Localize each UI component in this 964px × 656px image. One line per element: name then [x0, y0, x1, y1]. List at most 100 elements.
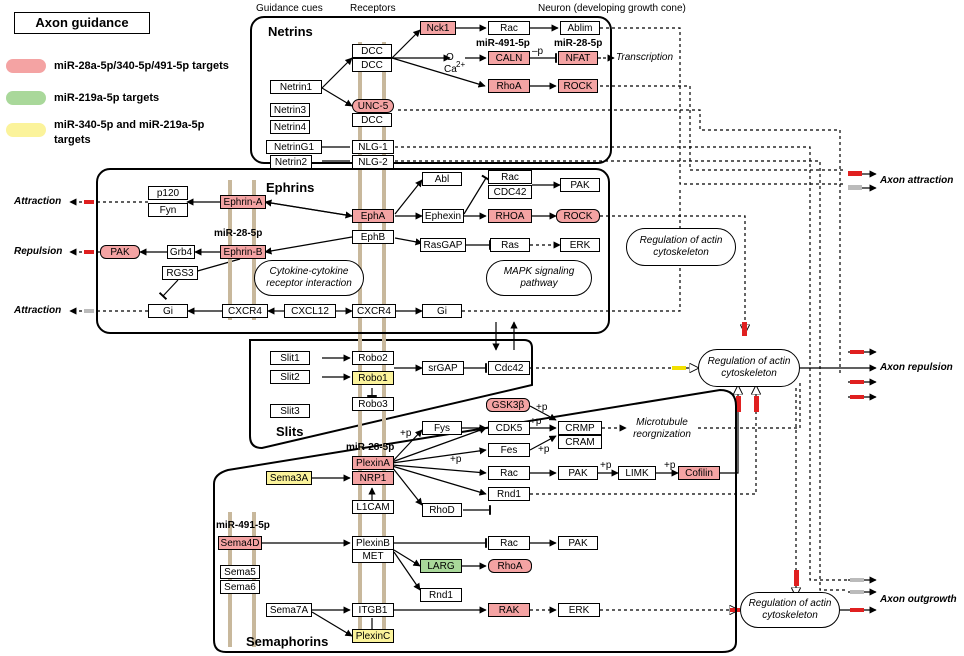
node-pak-ephrin: PAK [560, 178, 600, 192]
node-gi-right: Gi [422, 304, 462, 318]
node-robo3: Robo3 [352, 397, 394, 411]
node-crmp: CRMP [558, 421, 602, 435]
label-plus-p-2: +p [530, 416, 542, 427]
node-cdc42-slit: Cdc42 [488, 361, 530, 375]
label-repulsion-left: Repulsion [14, 246, 63, 257]
node-dcc-2: DCC [352, 58, 392, 72]
node-rac-ephrin: Rac [488, 170, 532, 184]
node-pak-plexinb: PAK [558, 536, 598, 550]
label-attraction-1: Attraction [14, 196, 62, 207]
node-met: MET [352, 549, 394, 563]
node-netrin1: Netrin1 [270, 80, 322, 94]
node-nck1: Nck1 [420, 21, 456, 35]
node-fes: Fes [488, 443, 530, 457]
node-cdk5: CDK5 [488, 421, 530, 435]
membrane-line [382, 42, 386, 642]
label-plus-p-5: +p [450, 454, 462, 465]
node-gi-left: Gi [148, 304, 188, 318]
diagram-title: Axon guidance [14, 12, 150, 34]
node-robo1: Robo1 [352, 371, 394, 385]
node-ephrin-a: Ephrin-A [220, 195, 266, 209]
header-receptors: Receptors [350, 3, 396, 14]
node-sema5: Sema5 [220, 565, 260, 579]
node-slit1: Slit1 [270, 351, 310, 365]
node-fyn: Fyn [148, 203, 188, 217]
label-attraction-2: Attraction [14, 305, 62, 316]
node-rock-netrin: ROCK [558, 79, 598, 93]
node-larg: LARG [420, 559, 462, 573]
node-cxcl12: CXCL12 [284, 304, 336, 318]
node-rac-sema: Rac [488, 466, 530, 480]
header-neuron: Neuron (developing growth cone) [538, 3, 686, 14]
node-pak-sema: PAK [558, 466, 598, 480]
node-rgs3: RGS3 [162, 266, 198, 280]
oval-mapk: MAPK signaling pathway [486, 260, 592, 296]
region-title-netrins: Netrins [268, 24, 313, 39]
node-plexinb: PlexinB [352, 536, 394, 550]
legend-label-mir28: miR-28a-5p/340-5p/491-5p targets [54, 60, 229, 72]
oval-regulation-actin-1: Regulation of actin cytoskeleton [626, 228, 736, 266]
node-dcc-3: DCC [352, 113, 392, 127]
legend-label-mir219: miR-219a-5p targets [54, 92, 160, 104]
node-rock-ephrin: ROCK [556, 209, 600, 223]
node-netrin2: Netrin2 [270, 155, 312, 169]
node-erk-ephrin: ERK [560, 238, 600, 252]
node-abl: Abl [422, 172, 462, 186]
node-ablim: Ablim [560, 21, 600, 35]
node-slit2: Slit2 [270, 370, 310, 384]
node-ephrin-b: Ephrin-B [220, 245, 266, 259]
label-transcription: Transcription [616, 52, 674, 63]
node-rasgap: RasGAP [420, 238, 466, 252]
node-cxcr4-left: CXCR4 [222, 304, 268, 318]
node-dcc-1: DCC [352, 44, 392, 58]
label-o: O [446, 52, 454, 63]
node-netrin3: Netrin3 [270, 103, 310, 117]
label-mir-28-ephrinb: miR-28-5p [214, 228, 263, 239]
node-netring1: NetrinG1 [266, 140, 322, 154]
node-grb4: Grb4 [167, 245, 195, 259]
node-rac-netrin: Rac [488, 21, 530, 35]
node-slit3: Slit3 [270, 404, 310, 418]
oval-regulation-actin-2: Regulation of actin cytoskeleton [698, 349, 800, 387]
node-sema7a: Sema7A [266, 603, 312, 617]
node-netrin4: Netrin4 [270, 120, 310, 134]
node-cram: CRAM [558, 435, 602, 449]
node-ras: Ras [490, 238, 530, 252]
label-plus-p-7: +p [664, 460, 676, 471]
membrane-line [358, 42, 362, 642]
node-rnd1-b: Rnd1 [420, 588, 462, 602]
region-title-slits: Slits [276, 424, 304, 439]
node-erk-sema: ERK [558, 603, 600, 617]
membrane-line [228, 512, 232, 647]
label-microtubule: Microtubule reorgnization [633, 417, 691, 440]
node-p120: p120 [148, 186, 188, 200]
node-rnd1-a: Rnd1 [488, 487, 530, 501]
oval-cytokine: Cytokine-cytokine receptor interaction [254, 260, 364, 296]
node-unc5: UNC-5 [352, 99, 394, 113]
label-mir-491-sema4d: miR-491-5p [216, 520, 270, 531]
label-mir-491-calN: miR-491-5p [476, 38, 530, 49]
label-plus-p-1: +p [536, 402, 548, 413]
label-axon-attraction: Axon attraction [880, 175, 954, 186]
node-cofilin: Cofilin [678, 466, 720, 480]
label-plus-p-3: +p [538, 444, 550, 455]
node-robo2: Robo2 [352, 351, 394, 365]
node-cdc42-ephrin: CDC42 [488, 185, 532, 199]
node-nlg1: NLG-1 [352, 140, 394, 154]
node-plexinc: PlexinC [352, 629, 394, 643]
oval-regulation-actin-3: Regulation of actin cytoskeleton [740, 592, 840, 628]
label-mir-28-plexina: miR-28-5p [346, 442, 395, 453]
node-nlg2: NLG-2 [352, 155, 394, 169]
node-srgap: srGAP [422, 361, 464, 375]
node-rhod: RhoD [422, 503, 462, 517]
node-pak-ephrin-b: PAK [100, 245, 140, 259]
membrane-line [252, 512, 256, 647]
node-nrp1: NRP1 [352, 471, 394, 485]
node-sema4d: Sema4D [218, 536, 262, 550]
node-l1cam: L1CAM [352, 500, 394, 514]
node-fys: Fys [422, 421, 462, 435]
node-rhoa-plexinb: RhoA [488, 559, 532, 573]
node-rhoa-ephrin: RHOA [488, 209, 532, 223]
